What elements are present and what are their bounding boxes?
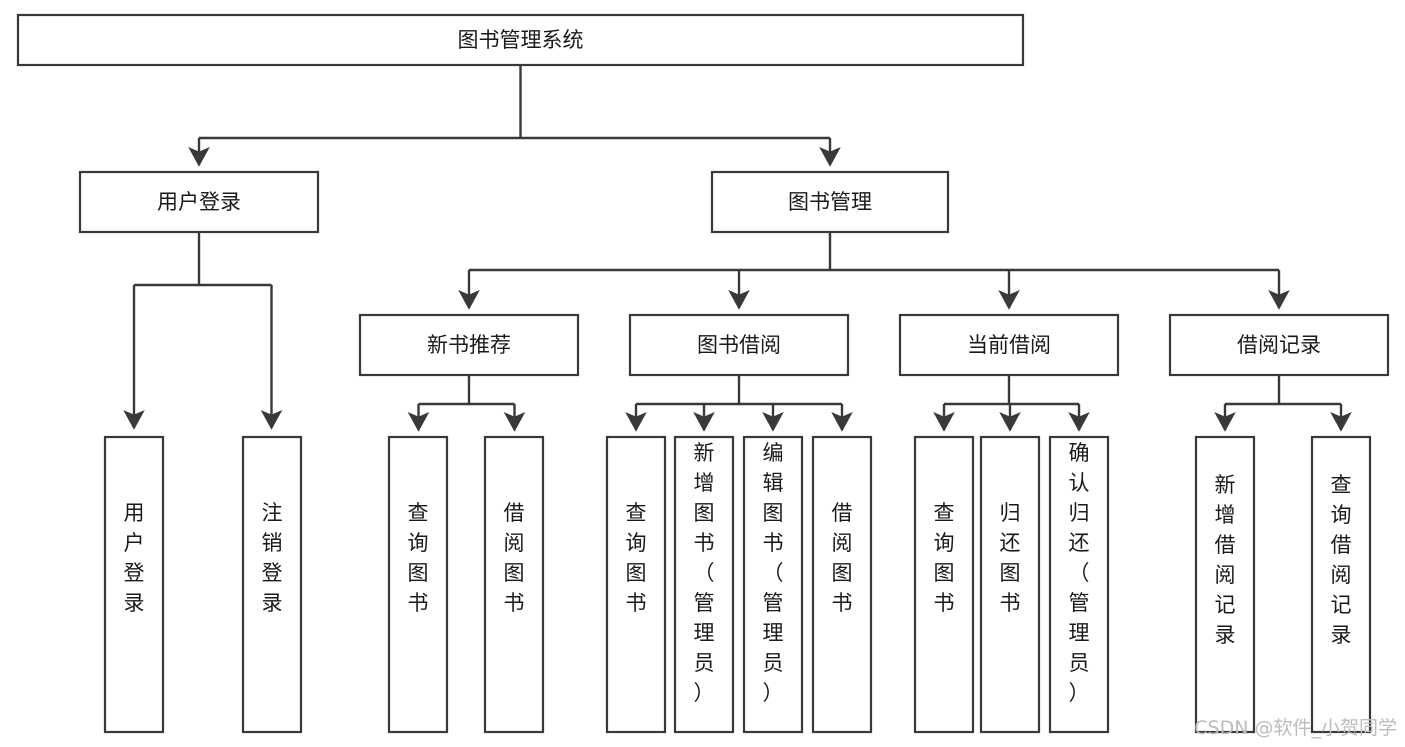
leaf-query-book-1-label: 查询图书 (408, 501, 429, 615)
node-new-book-recommend-box[interactable] (358, 313, 580, 377)
leaf-user-logout-box[interactable] (241, 435, 303, 734)
leaf-add-record-box[interactable] (1194, 435, 1256, 734)
leaf-borrow-book-2-label: 借阅图书 (832, 501, 853, 615)
node-book-management[interactable]: 图书管理 (710, 170, 950, 234)
leaf-query-book-2-label: 查询图书 (626, 501, 647, 615)
leaf-user-logout[interactable]: 注销登录 (241, 435, 303, 734)
leaf-add-book[interactable]: 新增图书（管理员） (673, 435, 735, 734)
node-book-borrow-box[interactable] (628, 313, 850, 377)
node-borrow-record[interactable]: 借阅记录 (1168, 313, 1390, 377)
leaf-add-book-box[interactable] (673, 435, 735, 734)
leaf-query-book-1-box[interactable] (387, 435, 449, 734)
leaf-user-login-box[interactable] (103, 435, 165, 734)
node-book-borrow[interactable]: 图书借阅 (628, 313, 850, 377)
leaf-confirm-return-label: 确认归还（管理员） (1069, 441, 1090, 705)
leaf-query-record-box[interactable] (1310, 435, 1372, 734)
node-current-borrow[interactable]: 当前借阅 (898, 313, 1120, 377)
leaf-return-book[interactable]: 归还图书 (979, 435, 1041, 734)
leaf-query-record[interactable]: 查询借阅记录 (1310, 435, 1372, 734)
leaf-query-book-1[interactable]: 查询图书 (387, 435, 449, 734)
leaf-query-book-2[interactable]: 查询图书 (605, 435, 667, 734)
leaf-edit-book[interactable]: 编辑图书（管理员） (742, 435, 804, 734)
leaf-confirm-return-box[interactable] (1048, 435, 1110, 734)
leaf-add-record-label: 新增借阅记录 (1215, 473, 1236, 647)
leaf-query-book-3[interactable]: 查询图书 (913, 435, 975, 734)
node-user-login[interactable]: 用户登录 (78, 170, 320, 234)
node-new-book-recommend-label: 新书推荐 (427, 333, 511, 357)
leaf-borrow-book-2-box[interactable] (811, 435, 873, 734)
leaf-return-book-box[interactable] (979, 435, 1041, 734)
connector-group-root (188, 65, 841, 167)
connector-group-current-borrow (933, 375, 1090, 432)
node-current-borrow-label: 当前借阅 (967, 333, 1051, 357)
leaf-borrow-book-1-box[interactable] (483, 435, 545, 734)
leaf-confirm-return[interactable]: 确认归还（管理员） (1048, 435, 1110, 734)
connector-group-new-book-recommend (407, 375, 526, 432)
node-current-borrow-box[interactable] (898, 313, 1120, 377)
node-book-management-label: 图书管理 (788, 190, 872, 214)
node-user-login-box[interactable] (78, 170, 320, 234)
leaf-borrow-book-1[interactable]: 借阅图书 (483, 435, 545, 734)
node-root[interactable]: 图书管理系统 (16, 13, 1025, 67)
node-user-login-label: 用户登录 (157, 190, 241, 214)
leaf-borrow-book-1-label: 借阅图书 (504, 501, 525, 615)
leaf-add-record[interactable]: 新增借阅记录 (1194, 435, 1256, 734)
node-root-box[interactable] (16, 13, 1025, 67)
node-root-label: 图书管理系统 (458, 28, 584, 52)
leaf-user-login-label: 用户登录 (124, 501, 145, 615)
node-new-book-recommend[interactable]: 新书推荐 (358, 313, 580, 377)
leaf-query-record-label: 查询借阅记录 (1331, 473, 1352, 647)
node-borrow-record-box[interactable] (1168, 313, 1390, 377)
connector-group-book-management (458, 232, 1290, 310)
leaf-return-book-label: 归还图书 (1000, 501, 1021, 615)
csdn-watermark: CSDN @软件_小贺同学 (1194, 717, 1397, 739)
leaf-query-book-2-box[interactable] (605, 435, 667, 734)
leaf-edit-book-label: 编辑图书（管理员） (763, 441, 784, 705)
connector-group-borrow-record (1214, 375, 1352, 432)
leaf-borrow-book-2[interactable]: 借阅图书 (811, 435, 873, 734)
leaf-query-book-3-box[interactable] (913, 435, 975, 734)
node-book-management-box[interactable] (710, 170, 950, 234)
leaf-user-logout-label: 注销登录 (262, 501, 283, 615)
leaf-edit-book-box[interactable] (742, 435, 804, 734)
leaf-query-book-3-label: 查询图书 (934, 501, 955, 615)
connector-group-book-borrow (625, 375, 853, 432)
node-borrow-record-label: 借阅记录 (1237, 333, 1321, 357)
leaf-user-login[interactable]: 用户登录 (103, 435, 165, 734)
node-book-borrow-label: 图书借阅 (697, 333, 781, 357)
leaf-add-book-label: 新增图书（管理员） (694, 441, 715, 705)
connector-group-user-login (123, 232, 283, 430)
